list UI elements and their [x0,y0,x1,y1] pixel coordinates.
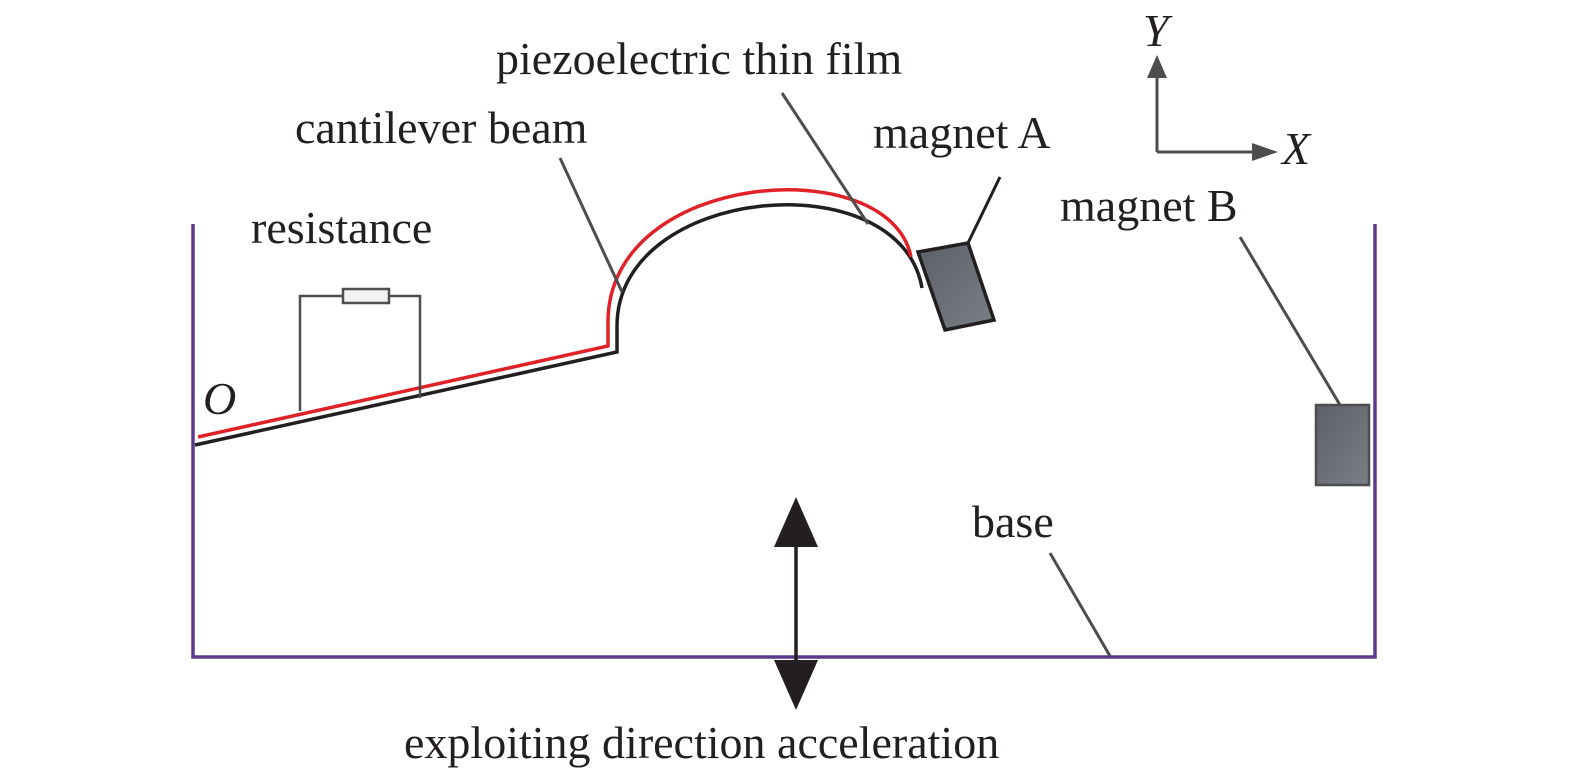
magnet-a [915,241,997,333]
resistance-circuit [298,287,422,411]
piezoelectric-film [197,188,913,439]
label-axis-y: Y [1143,5,1173,56]
leader-piezo-film [780,92,870,225]
leader-cantilever [558,157,624,293]
label-origin: O [203,373,236,424]
label-resistance: resistance [251,202,432,253]
leader-magnet-b [1238,236,1342,406]
magnet-b [1314,403,1371,487]
arrow-down-head [774,660,818,710]
x-axis-arrowhead [1252,143,1278,161]
resistor-symbol [341,287,391,305]
label-magnet-b: magnet B [1060,180,1238,231]
label-axis-x: X [1280,123,1312,174]
y-axis-arrowhead [1147,55,1167,78]
label-caption: exploiting direction acceleration [404,717,999,768]
acceleration-arrow [774,497,818,710]
cantilever-beam [194,203,924,447]
arrow-up-head [774,497,818,547]
label-cantilever-beam: cantilever beam [295,102,588,153]
coordinate-axes [1147,55,1278,161]
leader-magnet-a [966,176,1002,244]
label-base: base [972,496,1054,547]
base-frame [191,224,1377,659]
label-magnet-a: magnet A [873,107,1051,158]
leader-base [1048,552,1112,657]
label-piezo-film: piezoelectric thin film [496,33,902,84]
